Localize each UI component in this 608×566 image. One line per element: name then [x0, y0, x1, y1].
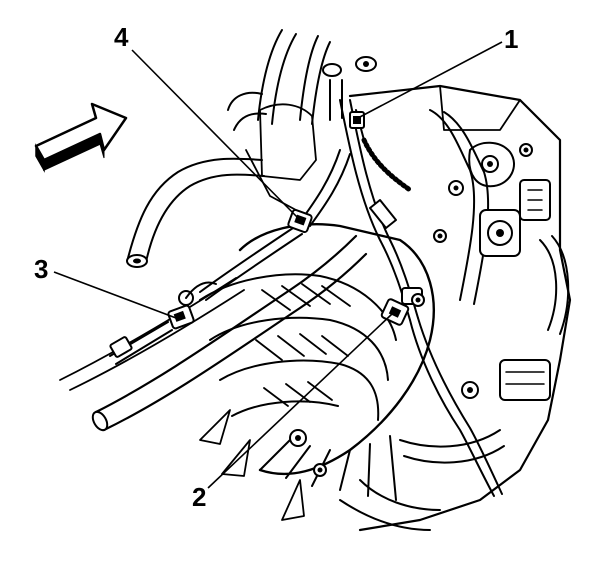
transmission-housing	[199, 223, 441, 531]
leader-line-2	[207, 313, 393, 489]
leader-line-3	[53, 271, 177, 319]
leader-line-1	[357, 41, 503, 119]
connector-3	[109, 281, 217, 365]
callout-label-3: 3	[34, 254, 48, 284]
hardware-bolts	[245, 103, 533, 307]
front-direction-arrow-icon	[34, 102, 128, 173]
callout-leaders	[53, 41, 503, 489]
callout-label-1: 1	[504, 24, 518, 54]
transmission-cooler-line	[59, 234, 368, 432]
leader-line-4	[131, 49, 301, 221]
wiring-harness	[199, 99, 503, 497]
vacuum-hose	[126, 157, 265, 268]
engine-block	[348, 84, 572, 532]
callout-label-4: 4	[114, 22, 129, 52]
connector-1	[349, 111, 365, 129]
callout-label-2: 2	[192, 482, 206, 512]
